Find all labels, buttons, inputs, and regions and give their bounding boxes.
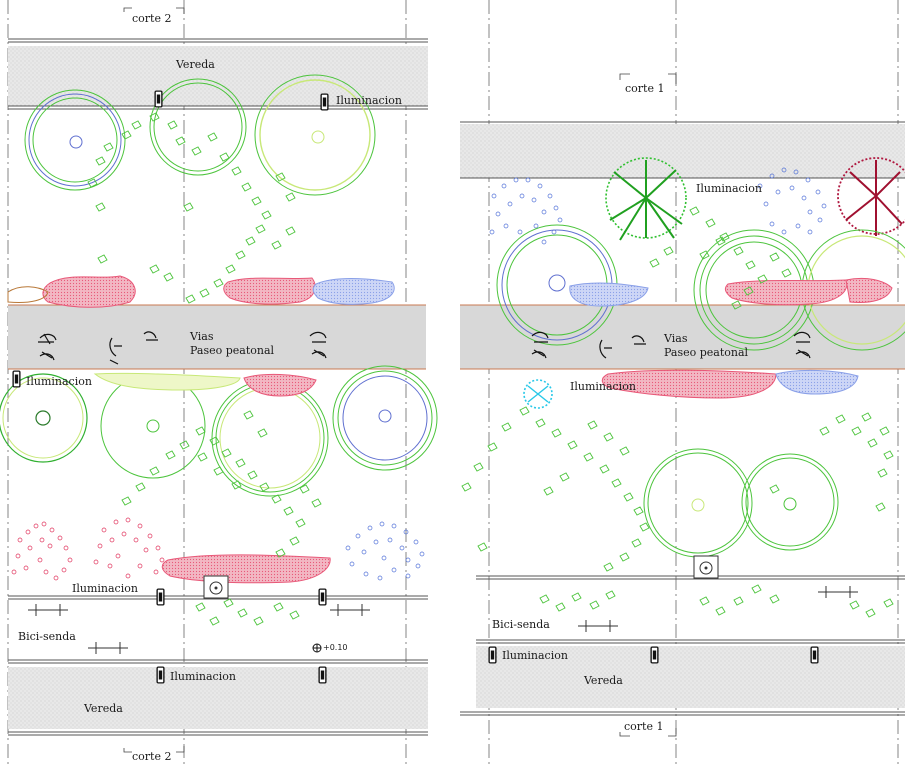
vereda-top-band (8, 46, 428, 106)
tree-canopy (24, 89, 126, 191)
streetlight-icon (650, 646, 659, 664)
streetlight-icon (156, 588, 165, 606)
flower-cluster (11, 517, 165, 581)
bicycle-icon (330, 604, 370, 616)
streetlight-icon (12, 370, 21, 388)
paseo-peatonal-label: Paseo peatonal (664, 346, 749, 359)
vereda-bottom-band (476, 646, 905, 708)
bicycle-icon (28, 604, 68, 616)
vereda-top-band (460, 124, 905, 178)
corte-label: corte 2 (132, 12, 171, 25)
flower-cluster (489, 167, 827, 245)
iluminacion-label: Iluminacion (336, 94, 402, 107)
pedestrian-icon (599, 339, 612, 359)
shrub-mass (161, 554, 331, 584)
bici-senda-label: Bici-senda (492, 618, 550, 631)
bicycle-icon (818, 586, 858, 598)
pedestrian-icon (38, 333, 57, 361)
streetlight-icon (810, 646, 819, 664)
tree-crown-red (837, 157, 905, 236)
tree-crown-green (605, 157, 687, 241)
tree-canopy (741, 453, 839, 551)
tree-canopy (643, 448, 753, 558)
right-plan: corte 1 Iluminacion Vias Paseo peatonal … (460, 0, 905, 764)
bici-senda-label: Bici-senda (18, 630, 76, 643)
pedestrian-icon (309, 331, 327, 359)
pedestrian-icon (631, 335, 646, 345)
groundcover-leaves (87, 112, 322, 626)
groundcover-leaves (461, 206, 894, 618)
streetlight-icon (488, 646, 497, 664)
streetlight-icon (154, 90, 163, 108)
shrub-mass (7, 286, 49, 303)
tree-crown-cyan (523, 379, 553, 409)
iluminacion-label: Iluminacion (696, 182, 762, 195)
bicycle-icon (578, 620, 618, 632)
vereda-label: Vereda (83, 702, 123, 715)
shrub-mass (223, 277, 316, 305)
shrub-mass (312, 278, 395, 305)
tree-canopy (254, 74, 376, 196)
iluminacion-label: Iluminacion (502, 649, 568, 662)
streetlight-icon (320, 93, 329, 111)
pedestrian-icon (143, 331, 158, 341)
pedestrian-icon (793, 331, 811, 359)
bicycle-icon (88, 642, 128, 654)
iluminacion-label: Iluminacion (570, 380, 636, 393)
level-marker-icon (312, 643, 322, 653)
streetlight-icon (318, 588, 327, 606)
shrub-mass (243, 373, 317, 397)
shrub-mass (724, 279, 848, 306)
iluminacion-label: Iluminacion (72, 582, 138, 595)
tree-canopy (332, 365, 438, 471)
corte-label: corte 1 (624, 720, 663, 733)
iluminacion-label: Iluminacion (26, 375, 92, 388)
shrub-mass (42, 275, 136, 308)
flower-cluster (345, 521, 425, 581)
shrub-mass (601, 369, 777, 399)
pedestrian-icon (531, 331, 549, 359)
vias-label: Vias (189, 330, 214, 343)
left-plan: corte 2 Vereda Iluminacion Vias Paseo pe… (0, 0, 438, 764)
shrub-mass (845, 277, 893, 303)
pedestrian-icon (109, 337, 122, 365)
shrub-mass (93, 372, 241, 391)
streetlight-icon (318, 666, 327, 684)
paseo-peatonal-label: Paseo peatonal (190, 344, 275, 357)
road-band (460, 305, 905, 369)
shrub-mass (775, 369, 859, 395)
level-label: +0.10 (323, 643, 348, 652)
tree-canopy (211, 379, 329, 497)
iluminacion-label: Iluminacion (170, 670, 236, 683)
shrub-mass (569, 282, 649, 307)
tree-canopy (149, 78, 247, 176)
corte-label: corte 1 (625, 82, 664, 95)
vereda-label: Vereda (583, 674, 623, 687)
vereda-label: Vereda (175, 58, 215, 71)
tree-canopy (0, 373, 88, 463)
corte-label: corte 2 (132, 750, 171, 763)
vias-label: Vias (663, 332, 688, 345)
vereda-bottom-band (8, 667, 428, 729)
streetlight-icon (156, 666, 165, 684)
road-band (8, 305, 426, 369)
